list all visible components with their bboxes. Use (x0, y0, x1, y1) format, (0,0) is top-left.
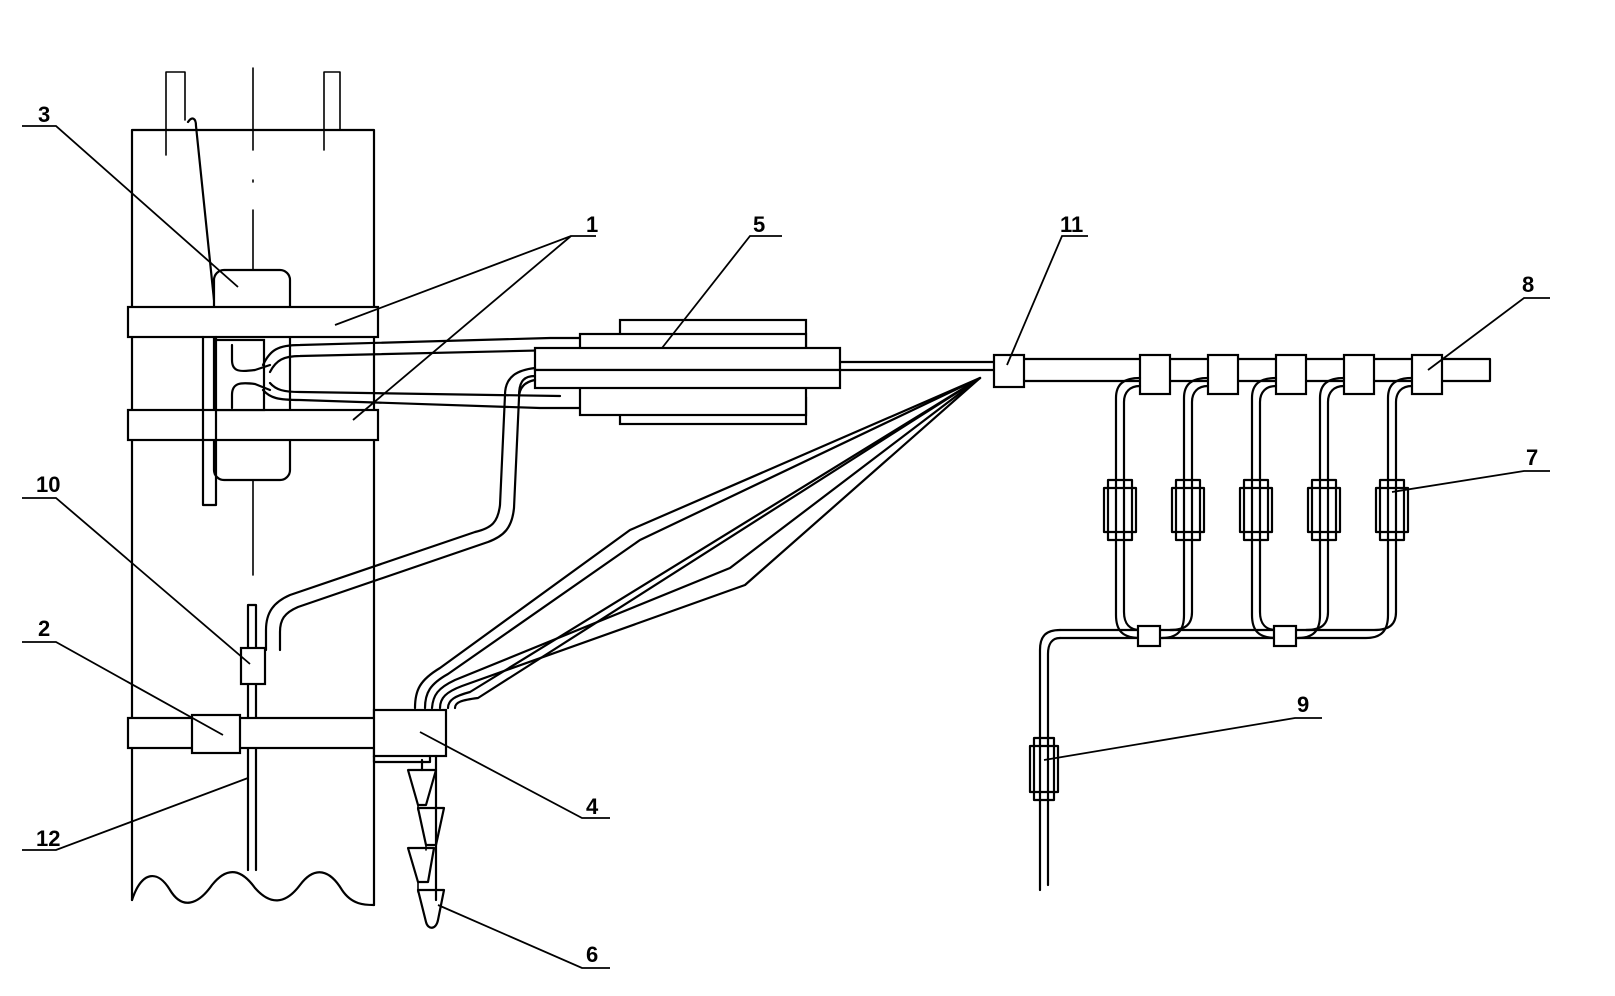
label-3: 3 (38, 102, 50, 127)
terminal-wires (261, 336, 582, 410)
label-5: 5 (753, 212, 765, 237)
clamp-band-upper (126, 305, 380, 339)
splice-box-5 (533, 318, 842, 426)
label-12: 12 (36, 826, 60, 851)
label-7: 7 (1526, 445, 1538, 470)
lower-clamp (126, 708, 448, 764)
label-10: 10 (36, 472, 60, 497)
label-4: 4 (586, 794, 599, 819)
node-8 (1410, 353, 1444, 396)
branches-7 (1058, 376, 1414, 648)
reference-numerals: 3 1 5 11 8 7 10 2 9 4 12 6 (36, 102, 1538, 967)
fanout-cables (413, 376, 982, 710)
sleeve-10 (239, 646, 267, 686)
label-1: 1 (586, 212, 598, 237)
terminal-block (214, 338, 266, 412)
label-9: 9 (1297, 692, 1309, 717)
pole (130, 67, 376, 907)
label-11: 11 (1060, 212, 1083, 237)
bracket-4 (372, 708, 448, 758)
down-line-9 (1028, 628, 1062, 892)
node-11 (992, 353, 1026, 389)
label-2: 2 (38, 616, 50, 641)
clamp-band-lower (126, 408, 380, 442)
label-8: 8 (1522, 272, 1534, 297)
upper-clamp-assembly (126, 268, 380, 507)
leader-lines (22, 125, 1550, 969)
main-cable-8 (838, 353, 1492, 396)
label-6: 6 (586, 942, 598, 967)
hanging-drops-6 (406, 754, 446, 929)
clamp-block-2 (190, 713, 242, 755)
down-pipe (264, 366, 537, 652)
